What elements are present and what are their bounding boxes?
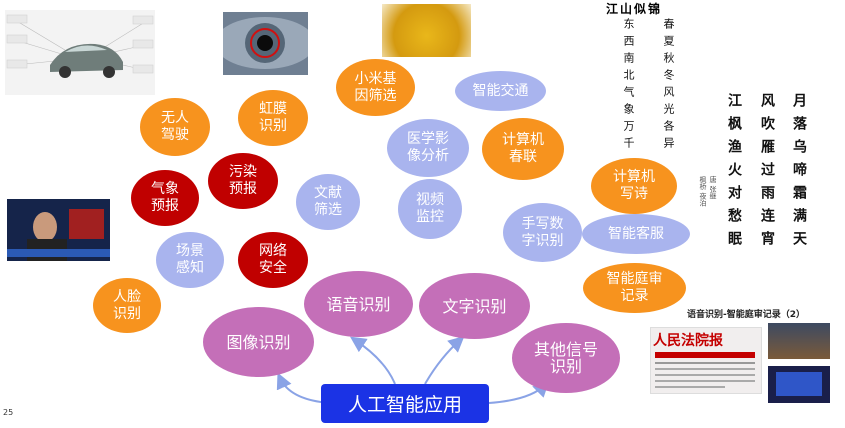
poem-line-3: 江枫渔火对愁眠: [726, 93, 742, 254]
app-literature-screening[interactable]: 文献 筛选: [296, 174, 360, 230]
couplet-line-2: 春夏秋冬风光各异: [662, 18, 675, 154]
car-diagram-graphic: [6, 14, 154, 78]
poem-title-small: 枫桥 夜泊: [699, 176, 707, 207]
app-face-recognition[interactable]: 人脸 识别: [93, 278, 161, 333]
app-computer-poetry[interactable]: 计算机 写诗: [591, 158, 677, 214]
autonomous-car-diagram-image: [5, 10, 155, 95]
app-medical-image-analysis[interactable]: 医学影 像分析: [387, 119, 469, 177]
courtroom-photo: [768, 323, 830, 359]
app-autonomous-driving[interactable]: 无人 驾驶: [140, 98, 210, 156]
page-number: 25: [3, 408, 14, 417]
iris-photo: [223, 12, 308, 75]
app-smart-customer-service[interactable]: 智能客服: [582, 214, 690, 254]
poem-line-1: 月落乌啼霜满天: [791, 93, 807, 254]
millet-photo: [382, 4, 471, 57]
category-speech-recognition[interactable]: 语音识别: [304, 271, 413, 337]
app-handwritten-digit-recognition[interactable]: 手写数 字识别: [503, 203, 582, 262]
category-other-signal-recognition[interactable]: 其他信号 识别: [512, 323, 620, 393]
newspaper-image: 人民法院报: [650, 327, 762, 394]
app-iris-recognition[interactable]: 虹膜 识别: [238, 90, 308, 146]
app-smart-court-record[interactable]: 智能庭审 记录: [583, 263, 686, 313]
main-title-button[interactable]: 人工智能应用: [321, 384, 489, 423]
category-image-recognition[interactable]: 图像识别: [203, 307, 314, 377]
app-video-surveillance[interactable]: 视频 监控: [398, 179, 462, 239]
couplet-title: 江山似锦: [606, 2, 663, 16]
poem-line-2: 风吹雁过雨连宵: [759, 93, 775, 254]
poem-author: 唐 张继: [709, 176, 717, 200]
app-millet-gene-screening[interactable]: 小米基 因筛选: [336, 59, 415, 116]
court-record-caption: 语音识别-智能庭审记录（2）: [687, 310, 805, 320]
app-pollution-forecast[interactable]: 污染 预报: [208, 153, 278, 209]
category-text-recognition[interactable]: 文字识别: [419, 273, 530, 339]
app-network-security[interactable]: 网络 安全: [238, 232, 308, 288]
app-weather-forecast[interactable]: 气象 预报: [131, 170, 199, 226]
app-computer-couplets[interactable]: 计算机 春联: [482, 118, 564, 180]
tv-face-photo: [7, 199, 110, 261]
app-smart-traffic[interactable]: 智能交通: [455, 71, 546, 111]
couplet-line-1: 东西南北气象万千: [622, 18, 635, 154]
app-scene-perception[interactable]: 场景 感知: [156, 232, 224, 288]
court-screen-photo: [768, 366, 830, 403]
newspaper-masthead: 人民法院报: [653, 333, 723, 349]
